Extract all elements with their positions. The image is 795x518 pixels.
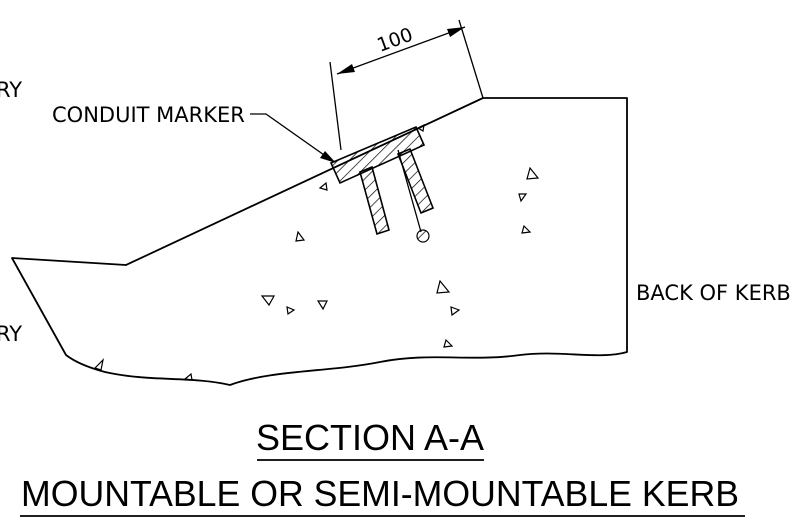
dimension-value: 100 — [374, 24, 416, 57]
left-upper-label-partial: RY — [0, 78, 22, 102]
conduit-marker-leg-left — [359, 165, 390, 236]
kerb-type-title: MOUNTABLE OR SEMI-MOUNTABLE KERB — [21, 473, 739, 514]
aggregate-symbols — [93, 123, 540, 381]
back-of-kerb-label: BACK OF KERB — [636, 281, 791, 305]
conduit-centre-line — [397, 149, 422, 233]
conduit-marker-plate — [329, 125, 426, 185]
conduit-symbol — [416, 229, 430, 243]
conduit-marker-leg-right — [396, 147, 435, 215]
left-lower-label-partial: RY — [0, 322, 22, 346]
conduit-marker-label: CONDUIT MARKER — [52, 103, 245, 127]
conduit-marker-leader — [250, 113, 336, 163]
kerb-outline — [11, 97, 628, 386]
section-title: SECTION A-A — [256, 417, 484, 458]
